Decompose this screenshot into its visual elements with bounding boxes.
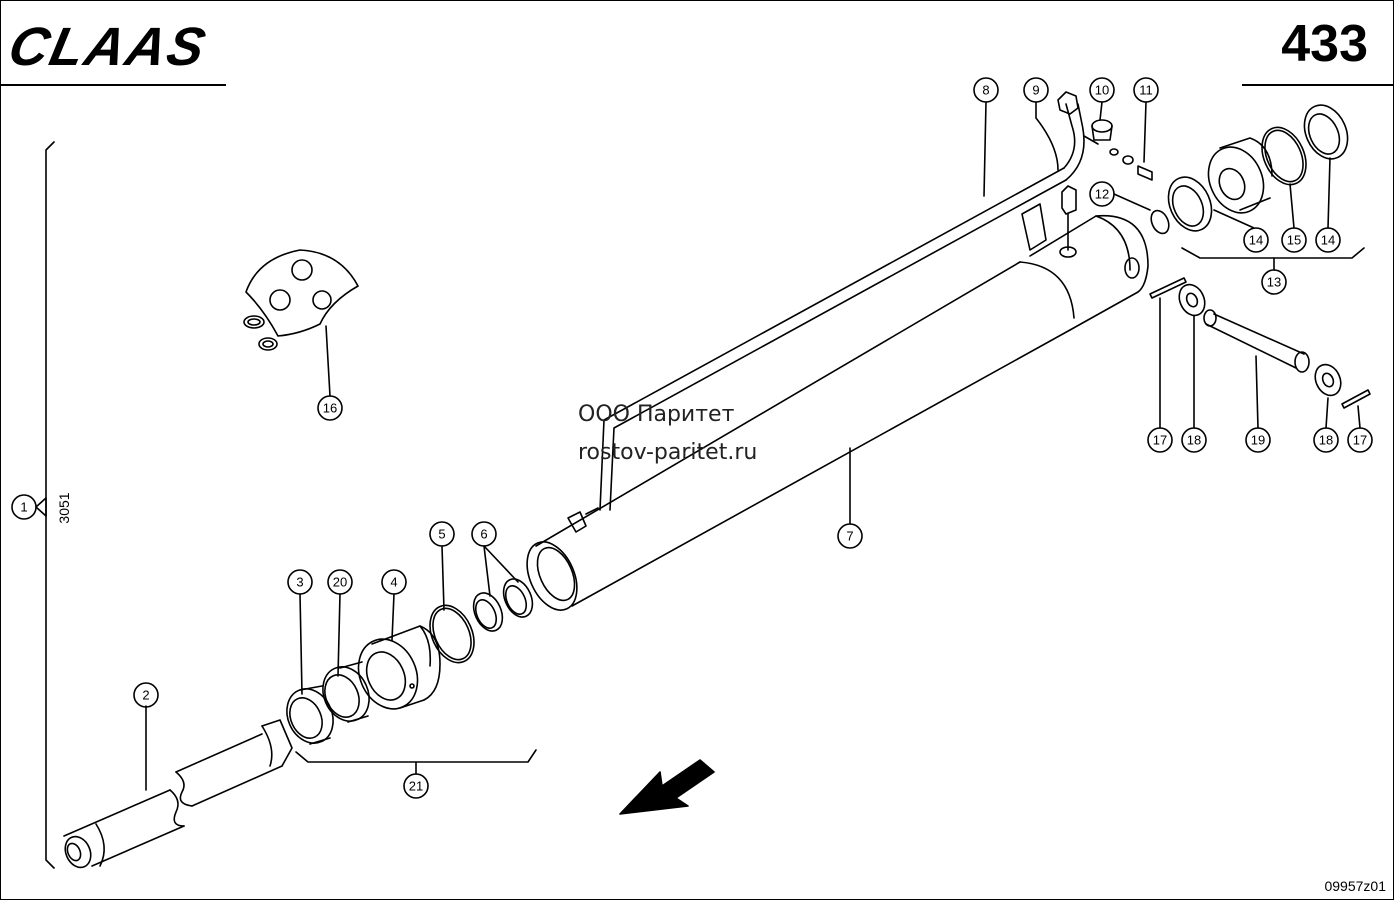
callout-circles (11, 77, 1373, 799)
watermark-company: ООО Паритет (578, 402, 735, 427)
group-bracket-13 (1181, 247, 1365, 271)
callout-13: 13 (1267, 275, 1281, 290)
header-rule-right (1242, 84, 1394, 86)
header-rule-left (0, 84, 226, 86)
callout-14-right: 14 (1321, 233, 1335, 248)
fitting-nut-9 (1057, 91, 1079, 251)
callout-2: 2 (142, 688, 149, 703)
piston-set (1167, 104, 1349, 232)
banjo-fitting-10 (1083, 119, 1134, 165)
mounting-bolt-19 (1203, 309, 1310, 373)
leader-lines (145, 101, 1361, 791)
o-ring-5 (429, 604, 475, 664)
callout-10: 10 (1095, 83, 1109, 98)
length-dimension-value: 3051 (56, 492, 72, 523)
bolt-11 (1137, 165, 1153, 181)
backup-rings-6 (472, 578, 534, 632)
callout-11: 11 (1139, 83, 1153, 98)
callout-1: 1 (20, 500, 27, 515)
callout-12: 12 (1095, 187, 1109, 202)
callout-5: 5 (438, 527, 445, 542)
cylinder-tube-7 (526, 203, 1149, 611)
callout-17-right: 17 (1353, 433, 1367, 448)
callout-6: 6 (480, 527, 487, 542)
callout-17-left: 17 (1153, 433, 1167, 448)
piston-rod (63, 719, 293, 869)
callout-15: 15 (1287, 233, 1301, 248)
callout-14-left: 14 (1249, 233, 1263, 248)
seal-ring-3 (286, 685, 334, 745)
drawing-code: 09957z01 (1324, 878, 1386, 894)
assembly-direction-arrow (619, 759, 715, 815)
callout-20: 20 (333, 575, 347, 590)
washer-18-lower (1314, 363, 1342, 397)
pin-17-upper (1149, 277, 1187, 299)
callout-18-left: 18 (1187, 433, 1201, 448)
washer-18-upper (1178, 283, 1206, 317)
callout-16: 16 (323, 401, 337, 416)
pin-17-lower (1341, 389, 1371, 409)
callout-9: 9 (1032, 83, 1039, 98)
callout-21: 21 (409, 779, 423, 794)
seal-kit-bag-16 (243, 249, 359, 351)
group-bracket-21 (295, 749, 537, 775)
callout-19: 19 (1251, 433, 1265, 448)
page-number: 433 (1281, 15, 1368, 73)
watermark-site: rostov-paritet.ru (578, 440, 758, 465)
cylinder-head-4 (357, 625, 441, 710)
length-dimension-bracket (35, 141, 55, 869)
circlip-12 (1150, 209, 1170, 235)
hydraulic-line-8 (599, 103, 1085, 511)
callout-4: 4 (390, 575, 397, 590)
callout-18-right: 18 (1319, 433, 1333, 448)
callout-8: 8 (982, 83, 989, 98)
callout-3: 3 (296, 575, 303, 590)
callout-7: 7 (846, 529, 853, 544)
